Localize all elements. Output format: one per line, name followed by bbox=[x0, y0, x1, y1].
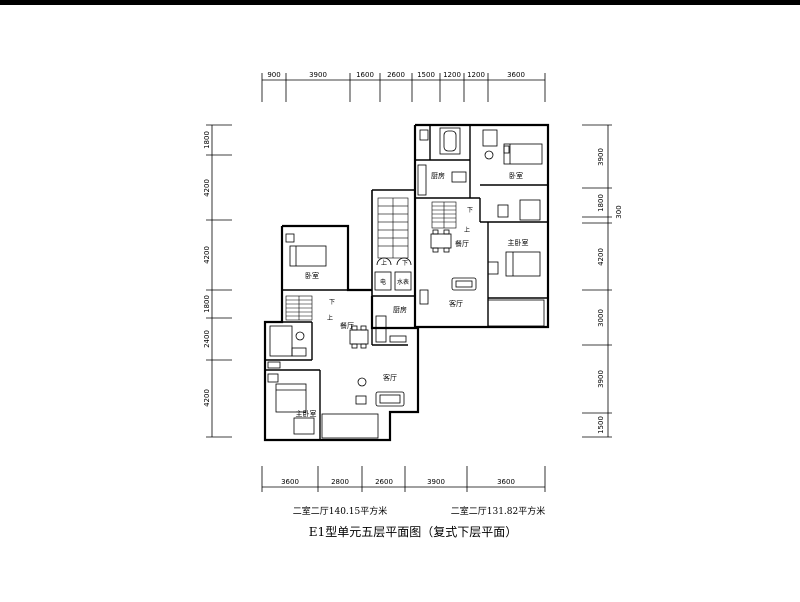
bottom-dim-0: 3600 bbox=[281, 478, 299, 486]
right-dining-table-icon bbox=[430, 229, 452, 253]
right-dim-3: 4200 bbox=[597, 248, 605, 266]
right-dim-6: 1500 bbox=[597, 416, 605, 434]
left-dimension-labels: 1800 4200 4200 1800 2400 4200 bbox=[203, 131, 211, 407]
left-stair-icon bbox=[285, 295, 313, 321]
room-label-master-right: 主卧室 bbox=[508, 238, 529, 247]
right-unit-fixtures bbox=[419, 127, 541, 221]
right-dim-5: 3900 bbox=[597, 370, 605, 388]
room-label-elec: 电 bbox=[380, 278, 386, 286]
top-dimension-labels: 900 3900 1600 2600 1500 1200 1200 3600 bbox=[267, 71, 525, 79]
right-dim-4: 3000 bbox=[597, 309, 605, 327]
room-label-living-right: 客厅 bbox=[449, 299, 463, 308]
top-dim-6: 1200 bbox=[467, 71, 485, 79]
room-label-kitchen-right: 厨房 bbox=[431, 171, 445, 180]
left-dining-table-icon bbox=[349, 325, 369, 349]
room-label-water: 水表 bbox=[397, 278, 409, 286]
room-label-living-left: 客厅 bbox=[383, 373, 397, 382]
room-label-bedroom-left: 卧室 bbox=[305, 271, 319, 280]
right-dim-2: 300 bbox=[615, 205, 623, 218]
stair-down-left: 下 bbox=[329, 299, 335, 306]
right-kitchen-counter-icon bbox=[417, 164, 467, 196]
room-labels: 卧室 厨房 主卧室 餐厅 客厅 卧室 厨房 餐厅 客厅 主卧室 电 水表 上 下… bbox=[296, 171, 529, 418]
right-living-sofa-icon bbox=[419, 277, 477, 305]
stair-up-core: 上 bbox=[381, 259, 387, 267]
stair-up-right: 上 bbox=[464, 226, 470, 234]
bottom-dimension-labels: 3600 2800 2600 3900 3600 bbox=[281, 478, 515, 486]
right-unit bbox=[413, 123, 550, 329]
left-unit-partitions bbox=[265, 289, 415, 440]
top-dim-0: 900 bbox=[267, 71, 280, 79]
right-unit-partitions bbox=[415, 125, 548, 327]
room-label-bedroom-right: 卧室 bbox=[509, 171, 523, 180]
core-stair-treads bbox=[377, 197, 409, 259]
bottom-dimension-chain bbox=[261, 466, 546, 492]
core-stair bbox=[371, 189, 416, 296]
left-bedroom-bed-icon bbox=[285, 233, 327, 267]
room-label-dining-left: 餐厅 bbox=[340, 321, 354, 330]
caption-right-unit-area: 二室二厅131.82平方米 bbox=[451, 505, 546, 517]
caption-left-unit-area: 二室二厅140.15平方米 bbox=[293, 505, 388, 517]
top-dim-2: 1600 bbox=[356, 71, 374, 79]
bottom-dim-4: 3600 bbox=[497, 478, 515, 486]
right-master-bed-icon bbox=[487, 251, 541, 277]
stair-down-core: 下 bbox=[402, 260, 408, 267]
top-dim-1: 3900 bbox=[309, 71, 327, 79]
left-dim-3: 1800 bbox=[203, 295, 211, 313]
top-dim-3: 2600 bbox=[387, 71, 405, 79]
bottom-dim-1: 2800 bbox=[331, 478, 349, 486]
left-dim-1: 4200 bbox=[203, 179, 211, 197]
left-dimension-chain bbox=[206, 124, 232, 438]
right-stair-icon bbox=[431, 201, 457, 229]
top-border-bar bbox=[0, 0, 800, 5]
left-dim-0: 1800 bbox=[203, 131, 211, 149]
right-balcony bbox=[487, 299, 545, 327]
left-bathroom-fixtures bbox=[267, 325, 307, 369]
core-shafts bbox=[374, 257, 412, 291]
stair-up-left: 上 bbox=[327, 314, 333, 322]
room-label-dining-right: 餐厅 bbox=[455, 239, 469, 248]
stair-down-right: 下 bbox=[467, 207, 473, 214]
right-dimension-chain bbox=[582, 124, 612, 438]
top-dim-4: 1500 bbox=[417, 71, 435, 79]
left-kitchen-counter-icon bbox=[375, 315, 407, 343]
left-balcony bbox=[321, 413, 379, 439]
right-unit-outer-walls bbox=[413, 123, 550, 329]
top-dimension-chain bbox=[261, 73, 546, 102]
captions: 二室二厅140.15平方米 二室二厅131.82平方米 E1型单元五层平面图（复… bbox=[293, 505, 546, 539]
left-unit bbox=[263, 224, 420, 442]
top-dim-5: 1200 bbox=[443, 71, 461, 79]
room-label-kitchen-left: 厨房 bbox=[393, 305, 407, 314]
left-dim-2: 4200 bbox=[203, 246, 211, 264]
left-living-sofa-icon bbox=[355, 377, 405, 407]
bottom-dim-3: 3900 bbox=[427, 478, 445, 486]
right-dimension-labels: 3900 1800 300 4200 3000 3900 1500 bbox=[597, 148, 623, 434]
left-master-bed-icon bbox=[267, 373, 315, 435]
left-dim-4: 2400 bbox=[203, 330, 211, 348]
right-dim-0: 3900 bbox=[597, 148, 605, 166]
left-dim-5: 4200 bbox=[203, 389, 211, 407]
right-bedroom-bed-icon bbox=[503, 143, 543, 165]
drawing-title: E1型单元五层平面图（复式下层平面） bbox=[309, 525, 517, 539]
top-dim-7: 3600 bbox=[507, 71, 525, 79]
bottom-dim-2: 2600 bbox=[375, 478, 393, 486]
room-label-master-left: 主卧室 bbox=[296, 409, 317, 418]
right-dim-1: 1800 bbox=[597, 194, 605, 212]
